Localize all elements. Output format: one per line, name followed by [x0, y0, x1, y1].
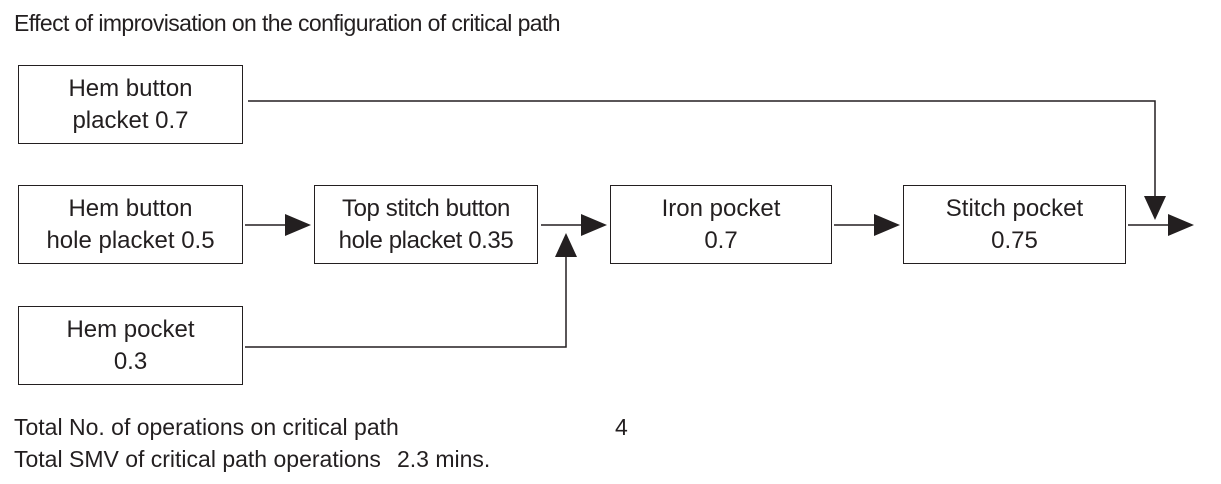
arrowhead-up-merge	[555, 233, 577, 257]
node-label-line2: 0.7	[704, 226, 738, 254]
arrowhead-end	[1168, 214, 1194, 236]
node-label-line2: hole placket 0.35	[338, 226, 514, 254]
node-iron-pocket: Iron pocket 0.7	[610, 185, 832, 264]
summary-smv-value: 2.3 mins.	[397, 446, 491, 472]
edge-hem-pocket-to-merge	[245, 255, 567, 348]
node-label-line2: hole placket 0.5	[46, 226, 215, 254]
node-hem-pocket: Hem pocket 0.3	[18, 306, 243, 385]
summary-operations-value: 4	[615, 414, 628, 440]
arrowhead-down-end	[1144, 196, 1166, 220]
node-label-line2: 0.75	[991, 226, 1038, 254]
node-label-line2: placket 0.7	[72, 106, 189, 134]
node-label-line1: Stitch pocket	[945, 194, 1084, 222]
node-hem-button-hole-placket: Hem button hole placket 0.5	[18, 185, 243, 264]
summary-smv-label: Total SMV of critical path operations	[14, 446, 381, 472]
node-top-stitch-button-hole-placket: Top stitch button hole placket 0.35	[314, 185, 538, 264]
node-hem-button-placket: Hem button placket 0.7	[18, 65, 243, 144]
node-stitch-pocket: Stitch pocket 0.75	[903, 185, 1126, 264]
node-label-line1: Hem button	[68, 74, 193, 102]
node-label-line2: 0.3	[113, 347, 148, 375]
node-label-line1: Iron pocket	[661, 194, 781, 222]
arrowhead-to-top-stitch	[285, 214, 311, 236]
node-label-line1: Hem button	[68, 194, 193, 222]
node-label-line1: Top stitch button	[342, 194, 510, 222]
node-label-line1: Hem pocket	[66, 315, 195, 343]
summary-operations-label: Total No. of operations on critical path	[14, 414, 399, 440]
arrowhead-to-stitch-pocket	[874, 214, 900, 236]
diagram-title: Effect of improvisation on the configura…	[14, 10, 561, 36]
edge-hem-button-placket-to-end	[248, 100, 1156, 218]
arrowhead-to-iron-pocket	[581, 214, 607, 236]
